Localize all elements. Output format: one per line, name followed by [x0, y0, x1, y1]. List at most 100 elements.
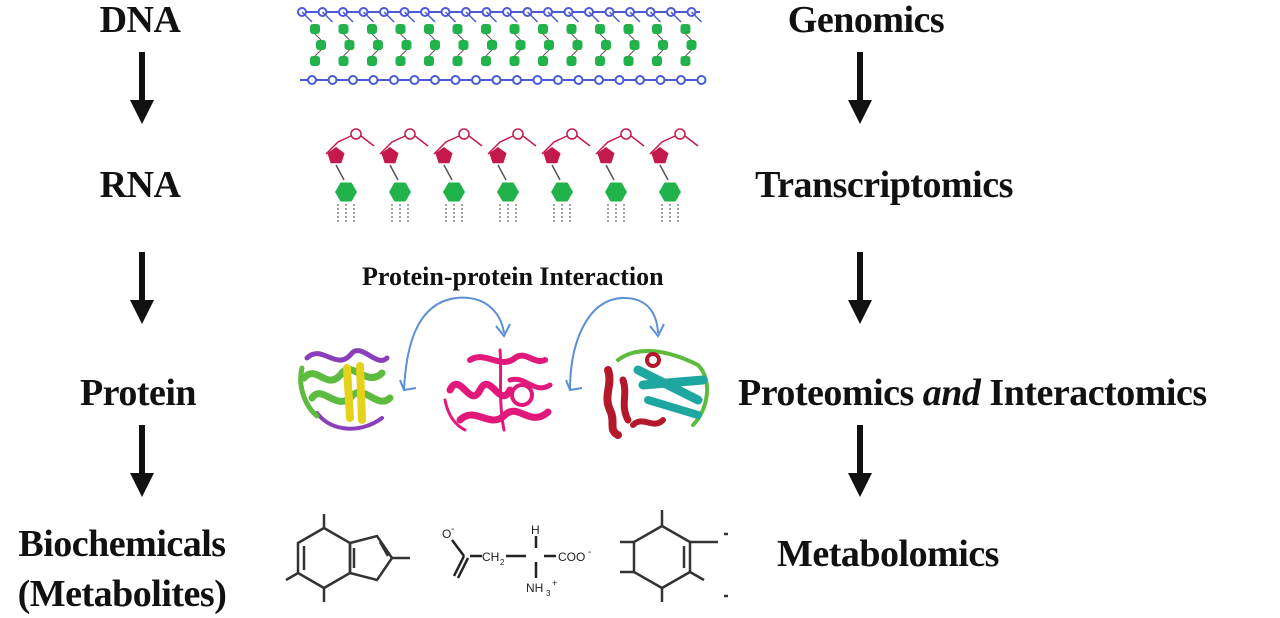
dna-rung	[321, 11, 334, 23]
rna-phosphate	[620, 128, 632, 140]
dna-bottom-node	[368, 75, 379, 85]
rna-phosphate	[566, 128, 578, 140]
nh3-plus-text: +	[552, 578, 557, 588]
dna-base-middle	[544, 40, 554, 50]
rna-sugar	[381, 147, 399, 164]
nh3-text: NH	[526, 581, 543, 595]
dna-bottom-node	[430, 75, 440, 85]
rna-backbone	[433, 135, 460, 155]
and-text: and	[922, 372, 981, 414]
dna-rung	[588, 11, 600, 23]
purine-structure-image	[285, 514, 410, 602]
dna-rung	[670, 11, 682, 23]
arrow-protein-biochem-icon	[130, 425, 154, 497]
dna-pair-bond	[571, 33, 578, 41]
dna-pair-bond	[343, 49, 350, 57]
dna-pair-bond	[685, 33, 692, 41]
dna-rung	[383, 11, 395, 23]
dna-rung	[649, 11, 662, 23]
dna-base-upper	[395, 24, 406, 34]
arrow-transcriptomics-proteomics-icon	[848, 252, 872, 324]
rna-sugar	[651, 147, 669, 164]
dna-rung	[485, 11, 498, 23]
rna-phosphate	[404, 128, 416, 140]
dna-base-middle	[344, 40, 355, 50]
dna-pair-bond	[485, 49, 493, 57]
dna-bottom-node	[471, 75, 481, 85]
dna-pair-bond	[400, 49, 407, 57]
dna-base-upper	[452, 24, 463, 34]
ch2-text: CH	[482, 550, 499, 564]
rna-sugar	[597, 147, 615, 164]
dna-base-middle	[487, 40, 497, 50]
nh3-sub-text: 3	[546, 589, 551, 598]
dna-rung	[301, 11, 313, 23]
rna-backbone	[684, 135, 699, 147]
dna-base-middle	[686, 40, 697, 50]
dna-pair-bond	[628, 33, 635, 41]
rna-sugar	[327, 147, 345, 164]
dna-rung	[424, 11, 436, 23]
transcriptomics-label: Transcriptomics	[755, 164, 1013, 206]
dna-pair-bond	[656, 49, 664, 57]
interaction-curved-arrow-right-icon	[565, 296, 665, 392]
coo-minus-text: -	[588, 547, 591, 558]
amino-acid-structure-image: O - CH 2 H COO - NH 3 +	[442, 523, 591, 598]
rna-base	[659, 182, 681, 202]
protein-structure-green-image	[298, 348, 394, 431]
carboxylate-minus-text: -	[451, 524, 454, 535]
dna-bottom-node	[389, 75, 399, 85]
arrow-genomics-transcriptomics-icon	[848, 52, 872, 124]
dna-pair-bond	[457, 33, 464, 41]
dna-pair-bond	[599, 49, 607, 57]
rna-backbone	[379, 135, 406, 155]
dna-bottom-node	[348, 75, 358, 85]
dna-base-middle	[316, 40, 326, 50]
dna-base-lower	[566, 56, 577, 66]
dna-rung	[362, 11, 375, 23]
dna-rung	[506, 11, 518, 23]
proteomics-text: Proteomics	[738, 372, 923, 414]
dna-pair-bond	[599, 33, 607, 41]
dna-base-upper	[367, 24, 377, 34]
dna-base-middle	[658, 40, 668, 50]
dna-label: DNA	[99, 0, 181, 41]
dna-base-upper	[652, 24, 662, 34]
dna-base-upper	[566, 24, 577, 34]
arrow-proteomics-metabolomics-icon	[848, 425, 872, 497]
rna-base	[389, 182, 411, 202]
rna-backbone	[541, 135, 568, 155]
rna-phosphate	[512, 128, 524, 140]
dna-base-middle	[401, 40, 412, 50]
dna-bottom-node	[491, 75, 502, 85]
dna-bottom-node	[655, 75, 666, 85]
rna-base	[497, 182, 519, 202]
rna-backbone	[595, 135, 622, 155]
dna-pair-bond	[542, 33, 550, 41]
interactomics-text: Interactomics	[980, 372, 1207, 414]
rna-strand-image	[325, 128, 699, 222]
dna-base-lower	[367, 56, 377, 66]
dna-pair-bond	[542, 49, 550, 57]
rna-link	[551, 164, 561, 181]
protein-structure-teal-red-image	[603, 348, 710, 439]
dna-base-middle	[458, 40, 469, 50]
dna-pair-bond	[514, 33, 521, 41]
dna-rung	[567, 11, 580, 23]
dna-bottom-node	[450, 75, 461, 85]
rna-base	[443, 182, 465, 202]
dna-base-lower	[623, 56, 634, 66]
protein-label: Protein	[79, 372, 197, 414]
dna-base-middle	[430, 40, 440, 50]
dna-base-lower	[538, 56, 548, 66]
protein-structure-magenta-image	[443, 348, 553, 432]
rna-backbone	[487, 135, 514, 155]
dna-base-lower	[452, 56, 463, 66]
dna-rung	[690, 11, 703, 23]
dna-pair-bond	[685, 49, 692, 57]
interaction-curved-arrow-left-icon	[399, 296, 511, 392]
dna-bottom-node	[635, 75, 645, 85]
rna-backbone	[630, 135, 645, 147]
dna-pair-bond	[571, 49, 578, 57]
